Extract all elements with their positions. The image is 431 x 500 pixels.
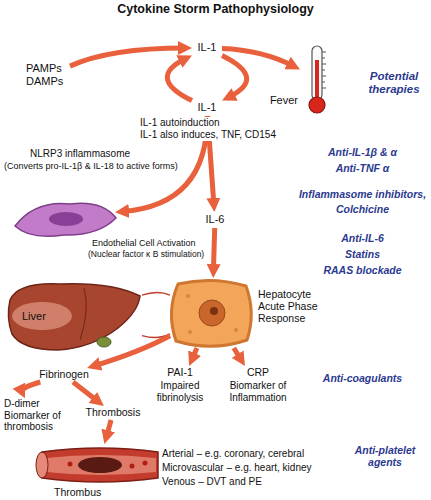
concept-node: IL-6: [200, 212, 230, 228]
concept-node: D-dimer Biomarker of thrombosis: [2, 398, 66, 436]
arrow-connector: [70, 48, 185, 66]
thrombus-clot: [78, 457, 122, 473]
concept-node: IL-1: [192, 100, 222, 116]
hepatocyte-granule: [234, 328, 238, 332]
annotation-label: IL-1 autoinduction: [140, 117, 220, 129]
gallbladder-shape: [97, 337, 111, 347]
thermometer-ticks: [322, 52, 326, 88]
red-cell: [68, 462, 73, 467]
arrow-connector: [222, 55, 247, 97]
concept-node: Thrombosis: [82, 406, 144, 420]
hepatocyte-body: [171, 280, 251, 346]
liver-lobe-line: [80, 288, 86, 340]
diagram-title: Cytokine Storm Pathophysiology: [0, 2, 431, 16]
liver-highlight: [12, 302, 72, 330]
annotation-label: Anti-coagulants: [296, 372, 429, 384]
concept-node: PAI-1Impaired fibrinolysis: [150, 366, 210, 408]
annotation-label: Venous – DVT and PE: [162, 476, 262, 488]
node-text: Biomarker of Inflammation: [222, 380, 294, 403]
thermometer-column: [315, 60, 319, 102]
concept-node: Endothelial Cell Activation(Nuclear fact…: [15, 196, 115, 236]
annotation-label: Anti-platelet agents: [345, 444, 425, 468]
arrow-connector: [106, 420, 111, 437]
node-text: Impaired fibrinolysis: [150, 380, 210, 403]
arrow-connector: [73, 382, 98, 402]
hepatocyte-granule: [186, 294, 190, 298]
endothelial-nucleus: [49, 212, 83, 226]
vessel-lumen: [46, 455, 156, 475]
liver-shape: [8, 284, 140, 350]
annotation-label: Potential therapies: [360, 70, 428, 96]
annotation-label: Anti-IL-6: [296, 232, 429, 244]
annotation-label: RAAS blockade: [296, 264, 429, 276]
arrow-connector: [192, 348, 197, 360]
annotation-label: Statins: [296, 248, 429, 260]
annotation-label: Colchicine: [296, 203, 429, 215]
node-text: IL-1: [192, 101, 222, 114]
arrow-connector: [234, 348, 242, 360]
node-text: Fever: [254, 94, 298, 107]
concept-node: IL-1: [192, 40, 222, 56]
annotation-label: Anti-IL-1β & α: [296, 146, 429, 158]
annotation-label: Anti-TNF α: [296, 162, 429, 174]
node-text: Fibrinogen: [34, 368, 94, 380]
hepatocyte-nucleolus: [210, 307, 218, 315]
node-text: PAMPs DAMPs: [26, 62, 70, 87]
node-text: PAI-1: [150, 366, 210, 378]
node-text: Liver: [22, 310, 72, 323]
node-text: Hepatocyte Acute Phase Response: [258, 288, 330, 324]
arrow-connector: [213, 228, 214, 271]
red-cell: [143, 461, 148, 466]
node-text: D-dimer Biomarker of thrombosis: [4, 398, 66, 433]
annotation-label: NLRP3 inflammasome: [30, 148, 130, 160]
arrow-connector: [222, 49, 294, 67]
hepatocyte-nucleus: [199, 300, 225, 326]
node-text: Thrombus: [54, 486, 124, 498]
red-cell: [130, 464, 135, 469]
endothelial-cell-icon: [15, 203, 116, 236]
hepatocyte-icon: [171, 280, 251, 346]
endothelial-cell-body: [15, 203, 116, 236]
concept-node: Liver: [6, 282, 142, 352]
concept-node: Thrombus: [40, 444, 158, 484]
node-text: CRP: [222, 366, 294, 378]
annotation-label: Microvascular – e.g. heart, kidney: [162, 462, 312, 474]
arrow-connector: [94, 336, 170, 366]
concept-node: Fibrinogen: [34, 368, 94, 382]
annotation-label: Inflammasome inhibitors,: [296, 188, 429, 200]
node-text: IL-1: [192, 41, 222, 54]
annotation-label: IL-1 also induces, TNF, CD154: [140, 129, 276, 141]
annotation-label: Arterial – e.g. coronary, cerebral: [162, 448, 304, 460]
arrow-connector: [167, 59, 192, 101]
node-text: IL-6: [200, 213, 230, 226]
thermometer-bulb: [309, 97, 325, 113]
vessel-wall: [42, 448, 158, 482]
node-text: Endothelial Cell Activation: [92, 238, 196, 248]
concept-node: Fever: [300, 42, 334, 114]
arrow-connector: [22, 382, 41, 392]
zoom-line: [142, 293, 170, 296]
thermometer-icon: [309, 46, 326, 113]
concept-node: CRP Biomarker of Inflammation: [222, 366, 294, 408]
annotation-label: (Converts pro-IL-1β & IL-18 to active fo…: [4, 161, 178, 171]
concept-node: Hepatocyte Acute Phase Response: [170, 278, 254, 348]
hepatocyte-granule: [188, 330, 192, 334]
liver-icon: [8, 284, 140, 350]
blood-vessel-icon: [36, 448, 158, 482]
node-text: Thrombosis: [82, 406, 144, 418]
node-text: (Nuclear factor κ B stimulation): [88, 250, 204, 260]
concept-node: PAMPs DAMPs: [26, 62, 70, 90]
vessel-opening: [36, 452, 48, 478]
